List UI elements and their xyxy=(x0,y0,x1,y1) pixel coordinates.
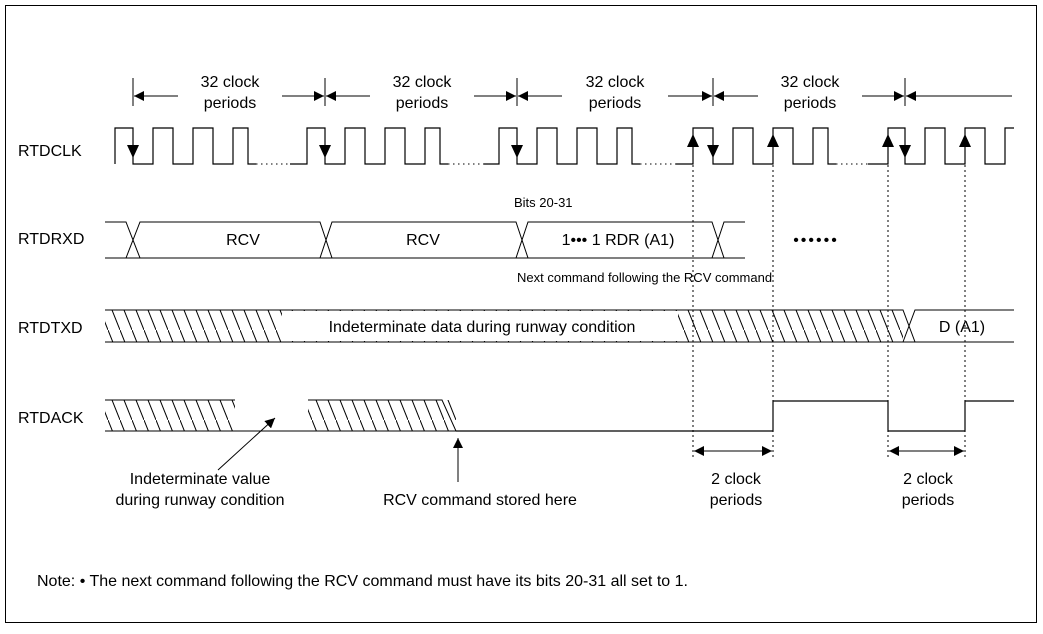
rtdtxd-waveform xyxy=(105,309,1014,343)
ack-delay-2-line2: periods xyxy=(902,492,954,509)
rxd-bits-label: Bits 20-31 xyxy=(514,195,573,210)
period-label-2-line1: 32 clock xyxy=(393,74,453,91)
txd-indeterminate-label: Indeterminate data during runway conditi… xyxy=(329,319,636,336)
period-label-1-line2: periods xyxy=(204,95,256,112)
signal-label-rtdack: RTDACK xyxy=(18,410,84,427)
period-dimensions: 32 clock periods 32 clock periods 32 clo… xyxy=(132,74,1012,112)
rtdclk-edge-arrows xyxy=(127,134,971,158)
period-label-4-line1: 32 clock xyxy=(781,74,841,91)
rxd-segment-rdr: 1••• 1 RDR (A1) xyxy=(562,232,675,249)
ack-stored-label: RCV command stored here xyxy=(383,492,577,509)
ack-delay-1-line1: 2 clock xyxy=(711,471,762,488)
indeterminate-pointer-arrow xyxy=(217,417,276,471)
rtdrxd-waveform xyxy=(105,221,745,259)
txd-data-label: D (A1) xyxy=(939,319,985,336)
period-label-4-line2: periods xyxy=(784,95,836,112)
rxd-segment-rcv-1: RCV xyxy=(226,232,260,249)
rxd-next-command-label: Next command following the RCV command xyxy=(517,270,772,285)
rxd-continuation-dots: •••••• xyxy=(793,232,839,249)
timing-guide-lines xyxy=(692,165,966,460)
period-label-2-line2: periods xyxy=(396,95,448,112)
diagram-border xyxy=(5,5,1037,623)
signal-label-rtdclk: RTDCLK xyxy=(18,143,82,160)
rxd-segment-rcv-2: RCV xyxy=(406,232,440,249)
signal-label-rtdtxd: RTDTXD xyxy=(18,320,83,337)
ack-indeterminate-line1: Indeterminate value xyxy=(130,471,271,488)
period-label-1-line1: 32 clock xyxy=(201,74,261,91)
period-label-3-line1: 32 clock xyxy=(586,74,646,91)
signal-label-rtdrxd: RTDRXD xyxy=(18,231,84,248)
period-label-3-line2: periods xyxy=(589,95,641,112)
rtdclk-waveform xyxy=(114,127,1014,165)
rtdack-waveform xyxy=(105,399,1014,432)
ack-indeterminate-line2: during runway condition xyxy=(116,492,285,509)
ack-delay-2-line1: 2 clock xyxy=(903,471,954,488)
footnote: Note: • The next command following the R… xyxy=(37,573,688,590)
ack-delay-1-line2: periods xyxy=(710,492,762,509)
